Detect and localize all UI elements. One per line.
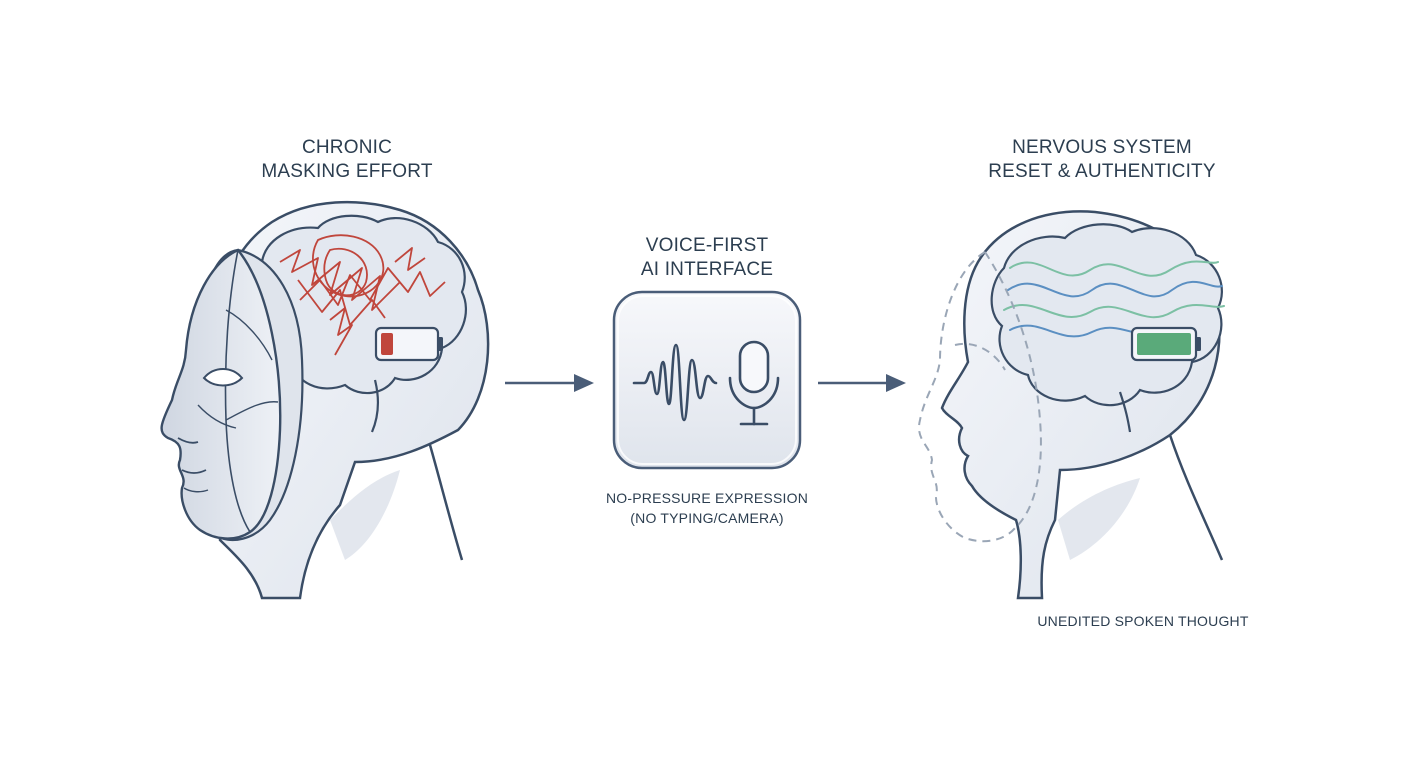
- right-caption: UNEDITED SPOKEN THOUGHT: [1018, 611, 1268, 631]
- mask-icon: [160, 248, 304, 542]
- mask-eye-hole: [202, 368, 244, 387]
- arrow-right-icon-2: [818, 374, 906, 392]
- fading-mask-outline: [918, 251, 1042, 543]
- left-title-line-1: CHRONIC: [301, 137, 393, 158]
- middle-title-line-2: AI INTERFACE: [640, 259, 774, 280]
- right-title: NERVOUS SYSTEM RESET & AUTHENTICITY: [952, 136, 1252, 184]
- right-title-line-1: NERVOUS SYSTEM: [1012, 137, 1192, 158]
- middle-title: VOICE-FIRST AI INTERFACE: [597, 234, 817, 282]
- arrow-right-icon: [505, 374, 594, 392]
- left-neck-line: [428, 444, 464, 561]
- microphone-icon: [728, 340, 780, 426]
- left-title: CHRONIC MASKING EFFORT: [222, 136, 472, 184]
- tangled-thoughts-icon: [279, 234, 446, 356]
- left-title-line-2: MASKING EFFORT: [261, 161, 433, 182]
- left-brainstem: [370, 379, 379, 433]
- left-neck-shade: [330, 470, 400, 560]
- right-head: [918, 210, 1225, 600]
- middle-caption: NO-PRESSURE EXPRESSION (NO TYPING/CAMERA…: [577, 488, 837, 528]
- waveform-icon: [632, 343, 718, 422]
- right-title-line-2: RESET & AUTHENTICITY: [988, 161, 1216, 182]
- middle-title-line-1: VOICE-FIRST: [645, 235, 769, 256]
- low-battery-icon: [374, 326, 443, 362]
- full-battery-icon: [1130, 326, 1201, 362]
- middle-caption-line-1: NO-PRESSURE EXPRESSION: [606, 490, 808, 506]
- middle-caption-line-2: (NO TYPING/CAMERA): [630, 510, 784, 526]
- mask-face: [160, 248, 282, 540]
- voice-interface-tile: [612, 290, 802, 470]
- right-neck-line: [1168, 434, 1224, 561]
- right-caption-text: UNEDITED SPOKEN THOUGHT: [1037, 613, 1249, 629]
